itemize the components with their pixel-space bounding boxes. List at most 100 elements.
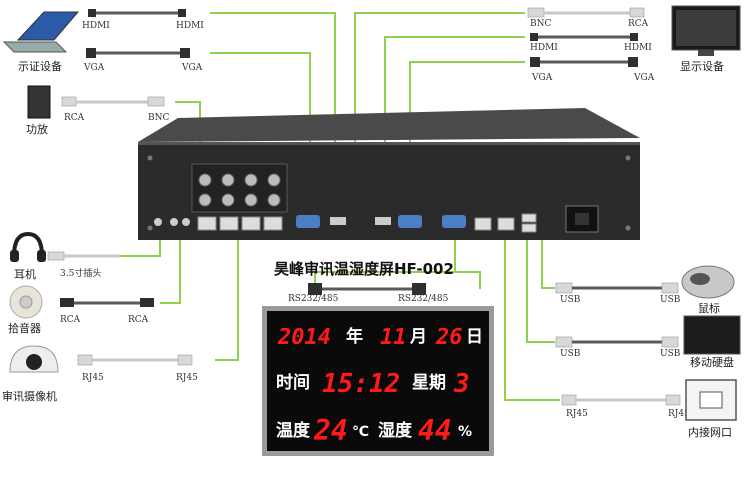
rj45-port-4 — [263, 216, 283, 231]
label-bnc-out: BNC — [530, 19, 551, 29]
usb-port-2 — [521, 223, 537, 233]
display-device: 显示设备 — [671, 5, 741, 73]
cable-vga-in: VGA VGA — [83, 48, 203, 73]
label-usb-disk-a: USB — [560, 349, 581, 359]
laptop-base-icon — [2, 41, 68, 53]
label-usb-mouse-a: USB — [560, 295, 581, 305]
chassis-top — [138, 108, 640, 142]
usb-port-1 — [521, 213, 537, 223]
led-day: 26 — [435, 325, 463, 350]
earphone-device: 耳机 — [10, 231, 46, 281]
cable-rca-pickup: RCA RCA — [60, 298, 154, 325]
rj45-port-1 — [197, 216, 217, 231]
vga-port-out — [398, 215, 422, 228]
bnc-port-4 — [267, 173, 281, 187]
display-device-label: 显示设备 — [680, 59, 724, 73]
panel-screen — [267, 311, 489, 451]
label-usb-disk-b: USB — [660, 349, 681, 359]
label-rca-amp: RCA — [64, 113, 85, 123]
wire-hdmi-in — [210, 12, 336, 145]
mouse-wheel — [690, 273, 710, 285]
demo-device: 示证设备 — [2, 11, 80, 73]
amplifier-device: 功放 — [26, 85, 51, 136]
label-bnc-amp: BNC — [148, 113, 169, 123]
camera-label: 审讯摄像机 — [2, 389, 57, 403]
pickup-label: 拾音器 — [8, 321, 41, 335]
audio-jack-1 — [154, 218, 162, 226]
label-vga-out-b: VGA — [633, 73, 655, 83]
audio-jack-3 — [182, 218, 190, 226]
wire-rj45-net — [504, 232, 560, 401]
label-hdmi-out-b: HDMI — [624, 43, 652, 53]
label-rj45-net-a: RJ45 — [566, 409, 588, 419]
camera-lens — [26, 354, 42, 370]
led-weekday: 3 — [453, 369, 470, 399]
label-vga-in-b: VGA — [181, 63, 203, 73]
led-year-unit: 年 — [346, 326, 363, 347]
bnc-port-5 — [198, 193, 212, 207]
label-rj45-cam-b: RJ45 — [176, 373, 198, 383]
label-vga-in-a: VGA — [83, 63, 105, 73]
label-rj45-net-b: RJ45 — [668, 409, 690, 419]
amplifier-label: 功放 — [26, 122, 48, 136]
led-month: 11 — [380, 325, 407, 350]
label-rca-pickup-b: RCA — [128, 315, 149, 325]
speaker-icon — [27, 85, 51, 119]
cable-usb-disk: USB USB — [555, 336, 681, 359]
led-hum: 44 — [418, 414, 452, 447]
headphone-icon — [12, 231, 44, 257]
wire-rs232 — [314, 232, 456, 289]
led-time: 15:12 — [322, 369, 400, 399]
wire-usb-disk — [526, 235, 555, 343]
led-temp-unit: ℃ — [352, 424, 369, 440]
led-display-panel: 2014 年 11 月 26 日 时间 15:12 星期 3 温度 24 ℃ 湿… — [262, 306, 494, 456]
led-hum-unit: % — [458, 424, 472, 440]
cable-rj45-net: RJ45 RJ45 — [561, 394, 690, 419]
rj45-port-2 — [219, 216, 239, 231]
cable-hdmi-out: HDMI HDMI — [530, 33, 652, 53]
label-rs232-b: RS232/485 — [398, 294, 449, 304]
bnc-port-7 — [244, 193, 258, 207]
internal-port-label: 内接网口 — [688, 425, 732, 439]
network-port-socket — [699, 391, 723, 409]
audio-jack-2 — [170, 218, 178, 226]
label-jack: 3.5寸插头 — [60, 267, 101, 279]
hdmi-port-in — [330, 217, 346, 225]
power-socket-inner — [575, 213, 589, 225]
label-hdmi-in-b: HDMI — [176, 21, 204, 31]
label-hdmi-in-a: HDMI — [82, 21, 110, 31]
camera-device: 审讯摄像机 — [2, 345, 59, 403]
bnc-port-2 — [221, 173, 235, 187]
led-temp: 24 — [313, 414, 348, 447]
headphone-cup-right — [37, 250, 46, 262]
wire-rs232-right — [455, 271, 481, 289]
led-year: 2014 — [277, 325, 331, 350]
pickup-device: 拾音器 — [8, 285, 43, 335]
label-rca-pickup-a: RCA — [60, 315, 81, 325]
led-month-unit: 月 — [409, 327, 427, 347]
hard-disk-device: 移动硬盘 — [683, 315, 741, 369]
wire-usb-mouse — [541, 235, 555, 289]
cable-jack: 3.5寸插头 — [47, 251, 120, 279]
label-usb-mouse-b: USB — [660, 295, 681, 305]
mouse-device: 鼠标 — [681, 265, 735, 315]
hard-disk-icon — [683, 315, 741, 355]
lan-port-1 — [474, 217, 492, 231]
laptop-icon — [16, 11, 80, 41]
microphone-center — [19, 295, 33, 309]
cable-usb-mouse: USB USB — [555, 282, 681, 305]
hard-disk-label: 移动硬盘 — [690, 355, 734, 369]
led-temp-label: 温度 — [276, 420, 311, 441]
hdmi-port-out — [375, 217, 391, 225]
screw — [625, 155, 631, 161]
screw — [625, 225, 631, 231]
mouse-label: 鼠标 — [698, 301, 720, 315]
lan-port-2 — [497, 217, 515, 231]
internal-port-device: 内接网口 — [685, 379, 737, 439]
cable-vga-out: VGA VGA — [530, 57, 655, 83]
monitor-screen — [676, 10, 736, 46]
led-hum-label: 湿度 — [378, 420, 413, 441]
label-rca-out: RCA — [628, 19, 649, 29]
